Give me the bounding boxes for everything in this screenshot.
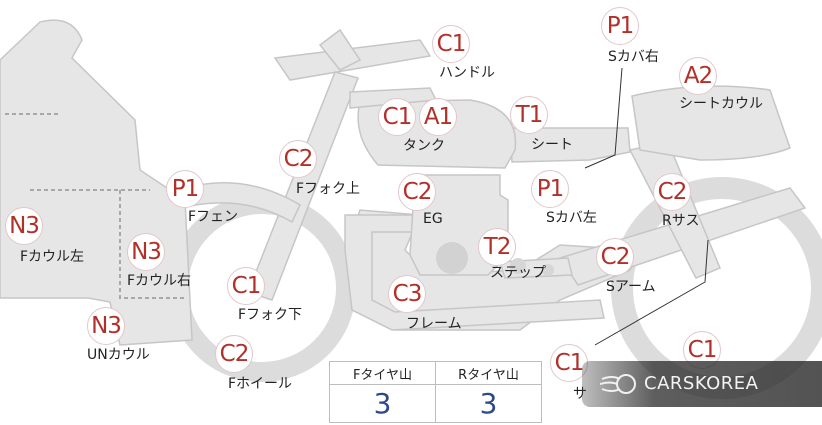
engine-cover: [436, 242, 468, 274]
label-seat: シート: [531, 137, 573, 153]
tire-table-value-row: 3 3: [329, 384, 542, 423]
label-handle: ハンドル: [439, 65, 495, 81]
label-frame: フレーム: [406, 316, 462, 332]
grade-badge-tank-2: A1: [419, 98, 457, 136]
grade-badge-seat-cowl: A2: [679, 57, 717, 95]
tire-table-header-front: Fタイヤ山: [329, 360, 436, 386]
label-un-cowl: UNカウル: [87, 347, 150, 363]
grade-badge-handle: C1: [432, 25, 470, 63]
label-r-sus: Rサス: [662, 213, 700, 229]
label-eg: EG: [423, 211, 443, 227]
carskorea-watermark: CARSKOREA: [582, 361, 822, 407]
grade-badge-f-wheel: C2: [215, 335, 253, 373]
label-seat-cowl: シートカウル: [679, 96, 763, 112]
grade-badge-frame: C3: [388, 275, 426, 313]
step-peg-2: [542, 264, 554, 276]
label-f-fork-upper: Fフォク上: [296, 181, 361, 197]
grade-badge-f-fender: P1: [166, 170, 204, 208]
label-f-fender: Fフェン: [188, 209, 239, 225]
handle-riser-shape: [318, 28, 362, 71]
carskorea-logo-icon: [600, 374, 636, 394]
grade-badge-partial-bottom: C1: [550, 344, 588, 382]
grade-badge-f-cowl-left: N3: [5, 207, 43, 245]
grade-badge-un-cowl: N3: [87, 307, 125, 345]
grade-badge-step: T2: [478, 228, 516, 266]
grade-badge-s-cover-right: P1: [601, 7, 639, 45]
front-fork-shape: [247, 71, 360, 301]
grade-badge-eg: C2: [398, 173, 436, 211]
cowl-split-line-3: [119, 190, 185, 299]
label-f-cowl-left: Fカウル左: [20, 249, 85, 265]
label-f-fork-lower: Fフォク下: [238, 307, 303, 323]
tire-table-value-rear: 3: [435, 384, 542, 423]
tire-table-value-front: 3: [329, 384, 436, 423]
label-s-arm: Sアーム: [606, 279, 656, 295]
label-f-cowl-right: Fカウル右: [127, 273, 192, 289]
grade-badge-tank-1: C1: [378, 98, 416, 136]
grade-badge-f-fork-upper: C2: [279, 140, 317, 178]
seat-cowl-shape: [631, 85, 791, 161]
label-f-wheel: Fホイール: [228, 376, 293, 392]
label-s-cover-right: Sカバ右: [608, 49, 659, 65]
grade-badge-s-arm: C2: [596, 238, 634, 276]
leader-s-cover-right: [584, 67, 623, 169]
grade-badge-f-fork-lower: C1: [227, 267, 265, 305]
leader-r-sus: [594, 239, 709, 346]
tire-tread-table: Fタイヤ山 Rタイヤ山 3 3: [329, 360, 542, 423]
tire-table-header-rear: Rタイヤ山: [435, 360, 542, 386]
watermark-text: CARSKOREA: [644, 373, 759, 394]
grade-badge-s-cover-left: P1: [531, 170, 569, 208]
label-step: ステップ: [490, 265, 546, 281]
label-tank: タンク: [403, 138, 445, 154]
grade-badge-r-sus: C2: [653, 173, 691, 211]
front-fender-shape: [184, 182, 301, 224]
grade-badge-seat: T1: [510, 96, 548, 134]
tire-table-header-row: Fタイヤ山 Rタイヤ山: [329, 360, 542, 386]
grade-badge-f-cowl-right: N3: [127, 233, 165, 271]
label-s-cover-left: Sカバ左: [546, 210, 597, 226]
step-peg: [510, 258, 526, 274]
front-cowl-shape: [0, 19, 193, 346]
